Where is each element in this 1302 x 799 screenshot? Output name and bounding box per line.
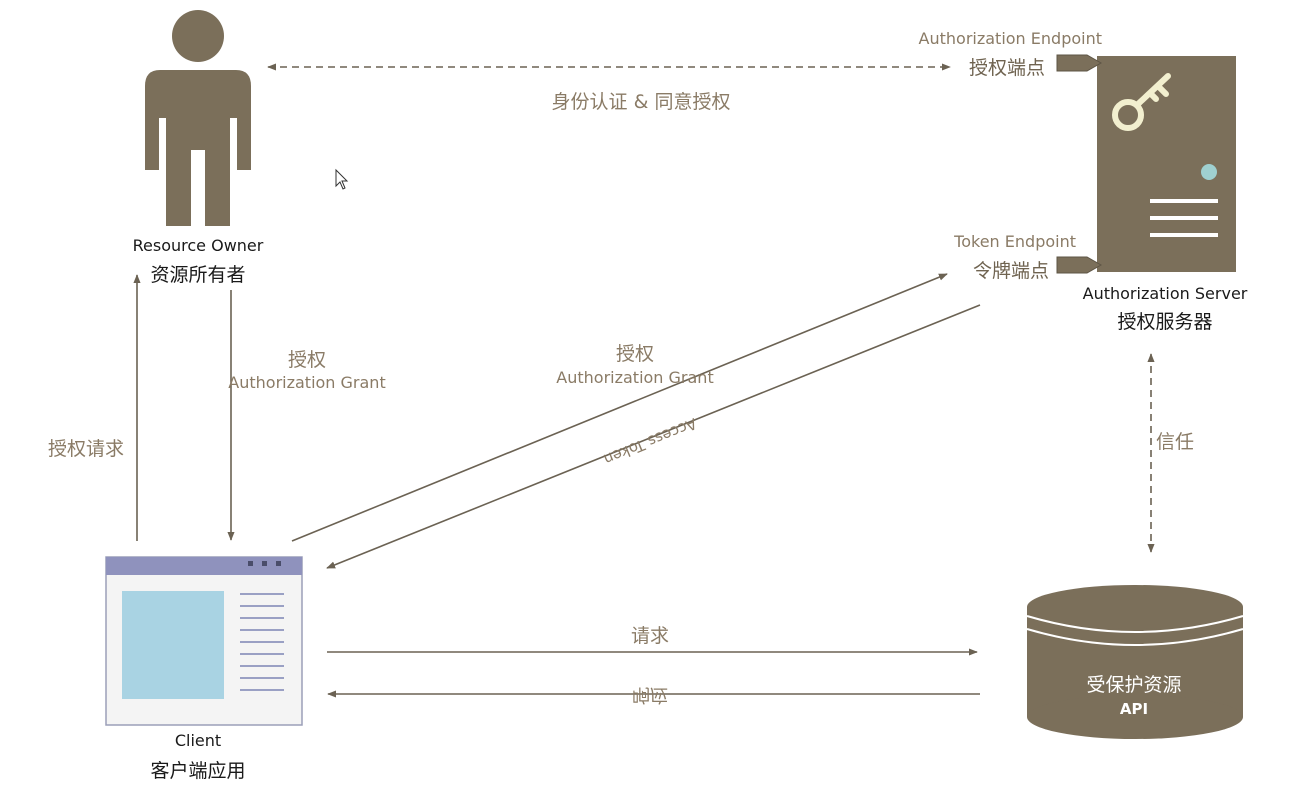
token-endpoint-label-zh: 令牌端点	[972, 260, 1049, 282]
resource-owner-label-zh: 资源所有者	[150, 264, 246, 286]
mouse-cursor-icon	[335, 168, 349, 190]
person-icon	[145, 10, 251, 226]
identity-consent-label: 身份认证 & 同意授权	[551, 91, 731, 113]
resource-owner-label: Resource Owner	[132, 236, 264, 255]
auth-server-label-zh: 授权服务器	[1117, 311, 1213, 333]
auth-grant-arrow-center	[291, 273, 948, 542]
token-endpoint-tab	[1056, 256, 1103, 274]
access-token-label: Access Token	[601, 414, 699, 468]
auth-grant-center-label-zh: 授权	[615, 343, 655, 365]
authorization-endpoint-label-zh: 授权端点	[968, 57, 1045, 79]
response-label: 响应	[632, 684, 668, 705]
trust-label: 信任	[1156, 431, 1195, 453]
auth-grant-left-label-zh: 授权	[287, 349, 327, 371]
token-endpoint-label: Token Endpoint	[954, 232, 1076, 251]
auth-server-label: Authorization Server	[1082, 284, 1248, 303]
auth-grant-left-label: Authorization Grant	[228, 373, 386, 392]
authorization-endpoint-label: Authorization Endpoint	[918, 29, 1102, 48]
protected-resource-label: 受保护资源	[1086, 674, 1182, 696]
auth-request-label: 授权请求	[48, 438, 125, 460]
server-key-icon	[1097, 56, 1236, 272]
access-token-arrow	[326, 304, 981, 569]
api-label: API	[1119, 700, 1149, 718]
browser-window-icon	[105, 556, 303, 726]
database-icon	[1026, 585, 1244, 739]
client-label: Client	[174, 731, 222, 750]
request-label: 请求	[630, 625, 670, 647]
authorization-endpoint-tab	[1056, 54, 1103, 72]
auth-grant-center-label: Authorization Grant	[556, 368, 714, 387]
client-label-zh: 客户端应用	[150, 760, 246, 782]
